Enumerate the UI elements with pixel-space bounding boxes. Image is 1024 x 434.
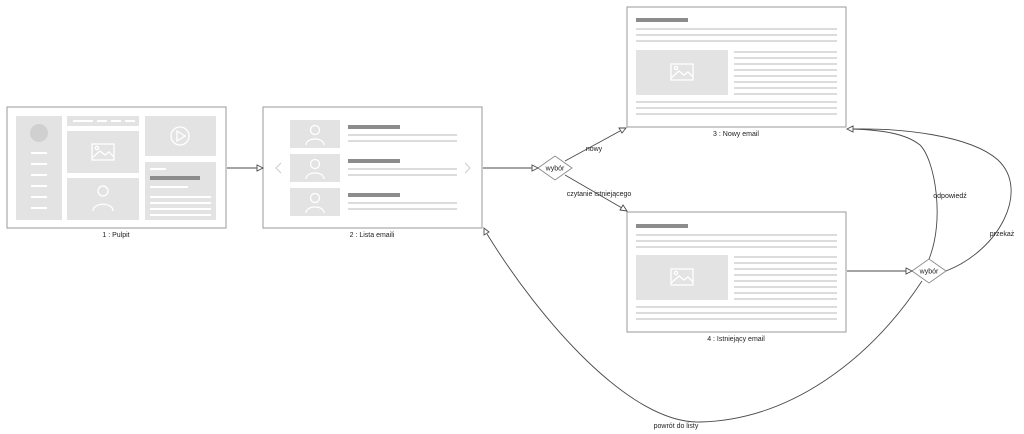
- video-card: [145, 116, 216, 156]
- edge-przekaz: [852, 128, 1012, 272]
- edge-label-czytanie: czytanie istniejącego: [567, 191, 632, 198]
- chevron-left-icon: [275, 162, 282, 174]
- user-card: [67, 178, 139, 220]
- screen-istniejacy-email: [626, 211, 847, 333]
- image-card: [67, 131, 139, 173]
- edge-odpowiedz: [845, 125, 938, 260]
- edge-pulpit-lista: [227, 164, 265, 172]
- image-icon: [670, 63, 694, 81]
- edge-label-odpowiedz: odpowiedź: [933, 193, 967, 200]
- svg-text:wybór: wybór: [919, 269, 939, 276]
- avatar: [30, 124, 48, 142]
- image-icon: [91, 143, 115, 161]
- screen-nowy-email: [626, 6, 847, 128]
- screen-lista-emaili: [262, 106, 483, 229]
- image-icon: [670, 268, 694, 286]
- edge-lista-decision: [483, 164, 540, 172]
- edge-label-przekaz: przekaż: [990, 231, 1015, 238]
- edge-czytanie: [564, 174, 628, 212]
- label-nowy-email: 3 : Nowy email: [713, 131, 759, 138]
- list-item: [290, 188, 457, 216]
- play-icon: [170, 126, 190, 146]
- label-istniejacy-email: 4 : Istniejący email: [707, 336, 765, 343]
- svg-text:wybór: wybór: [545, 166, 565, 173]
- edge-label-powrot: powrót do listy: [654, 423, 699, 430]
- user-icon: [92, 185, 114, 212]
- label-lista-emaili: 2 : Lista emaili: [350, 232, 395, 239]
- text-card: [145, 162, 216, 220]
- chevron-right-icon: [464, 162, 471, 174]
- label-pulpit: 1 : Pulpit: [102, 232, 129, 239]
- edge-nowy: [564, 127, 627, 162]
- edge-powrot: [483, 227, 923, 423]
- edge-label-nowy: nowy: [586, 146, 603, 153]
- decision-node-2: wybór: [911, 258, 947, 284]
- edge-istniejacy-decision: [847, 267, 914, 275]
- screen-pulpit: [6, 106, 227, 229]
- list-item: [290, 120, 457, 148]
- decision-node-1: wybór: [537, 155, 573, 181]
- list-item: [290, 154, 457, 182]
